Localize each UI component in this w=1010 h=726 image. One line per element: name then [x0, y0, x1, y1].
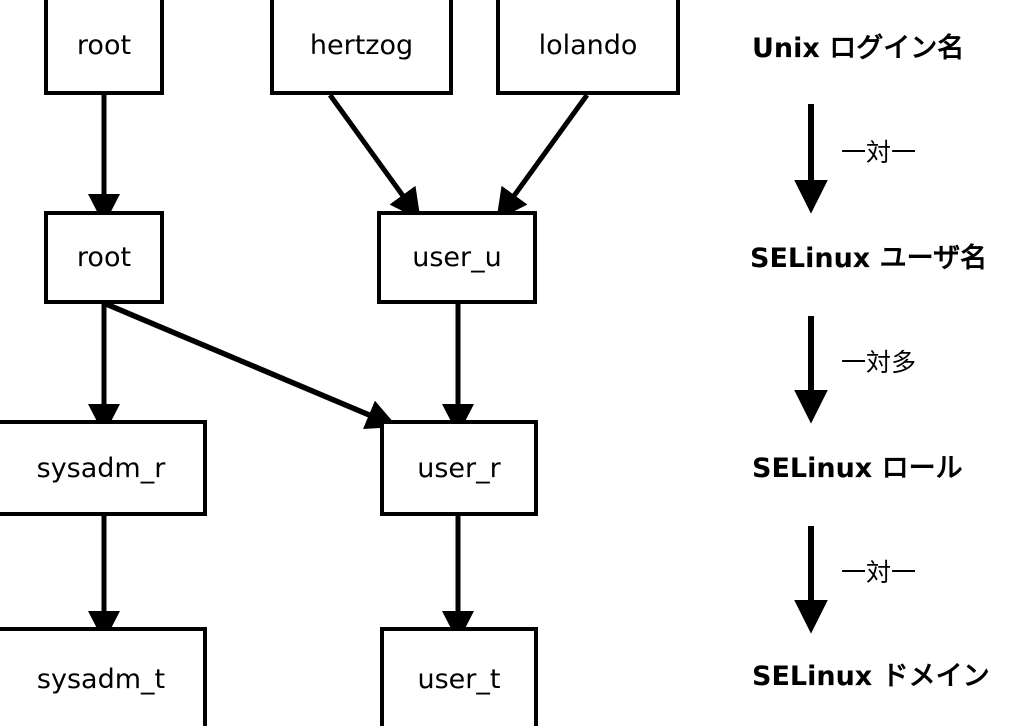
- node-root-seuser[interactable]: root: [44, 211, 164, 304]
- node-lolando[interactable]: lolando: [496, 0, 680, 95]
- node-user-t[interactable]: user_t: [380, 627, 538, 726]
- node-user-u[interactable]: user_u: [377, 211, 537, 304]
- node-label: hertzog: [309, 29, 414, 61]
- node-user-r[interactable]: user_r: [380, 420, 538, 516]
- node-sysadm-r[interactable]: sysadm_r: [0, 420, 207, 516]
- node-label: user_u: [412, 242, 502, 273]
- node-label: user_t: [417, 663, 501, 695]
- node-label: sysadm_t: [36, 663, 166, 695]
- node-hertzog[interactable]: hertzog: [270, 0, 453, 95]
- legend-level-unix-login: Unix ログイン名: [752, 33, 965, 64]
- legend-cardinality-2: 一対多: [841, 348, 917, 377]
- legend-cardinality-1: 一対一: [841, 138, 917, 167]
- node-label: user_r: [417, 452, 501, 484]
- legend-level-selinux-role: SELinux ロール: [752, 453, 963, 484]
- edge-root-to-user-r: [104, 301, 398, 430]
- legend-level-selinux-user: SELinux ユーザ名: [750, 243, 988, 274]
- edge-lolando-to-user-u: [496, 93, 590, 221]
- legend-cardinality-3: 一対一: [841, 558, 917, 587]
- node-label: root: [76, 29, 132, 61]
- node-root-login[interactable]: root: [44, 0, 164, 95]
- node-sysadm-t[interactable]: sysadm_t: [0, 627, 207, 726]
- node-label: root: [76, 242, 132, 273]
- edge-hertzog-to-user-u: [327, 93, 421, 221]
- legend-level-selinux-domain: SELinux ドメイン: [752, 661, 990, 692]
- node-label: sysadm_r: [36, 452, 166, 484]
- node-label: lolando: [538, 29, 638, 61]
